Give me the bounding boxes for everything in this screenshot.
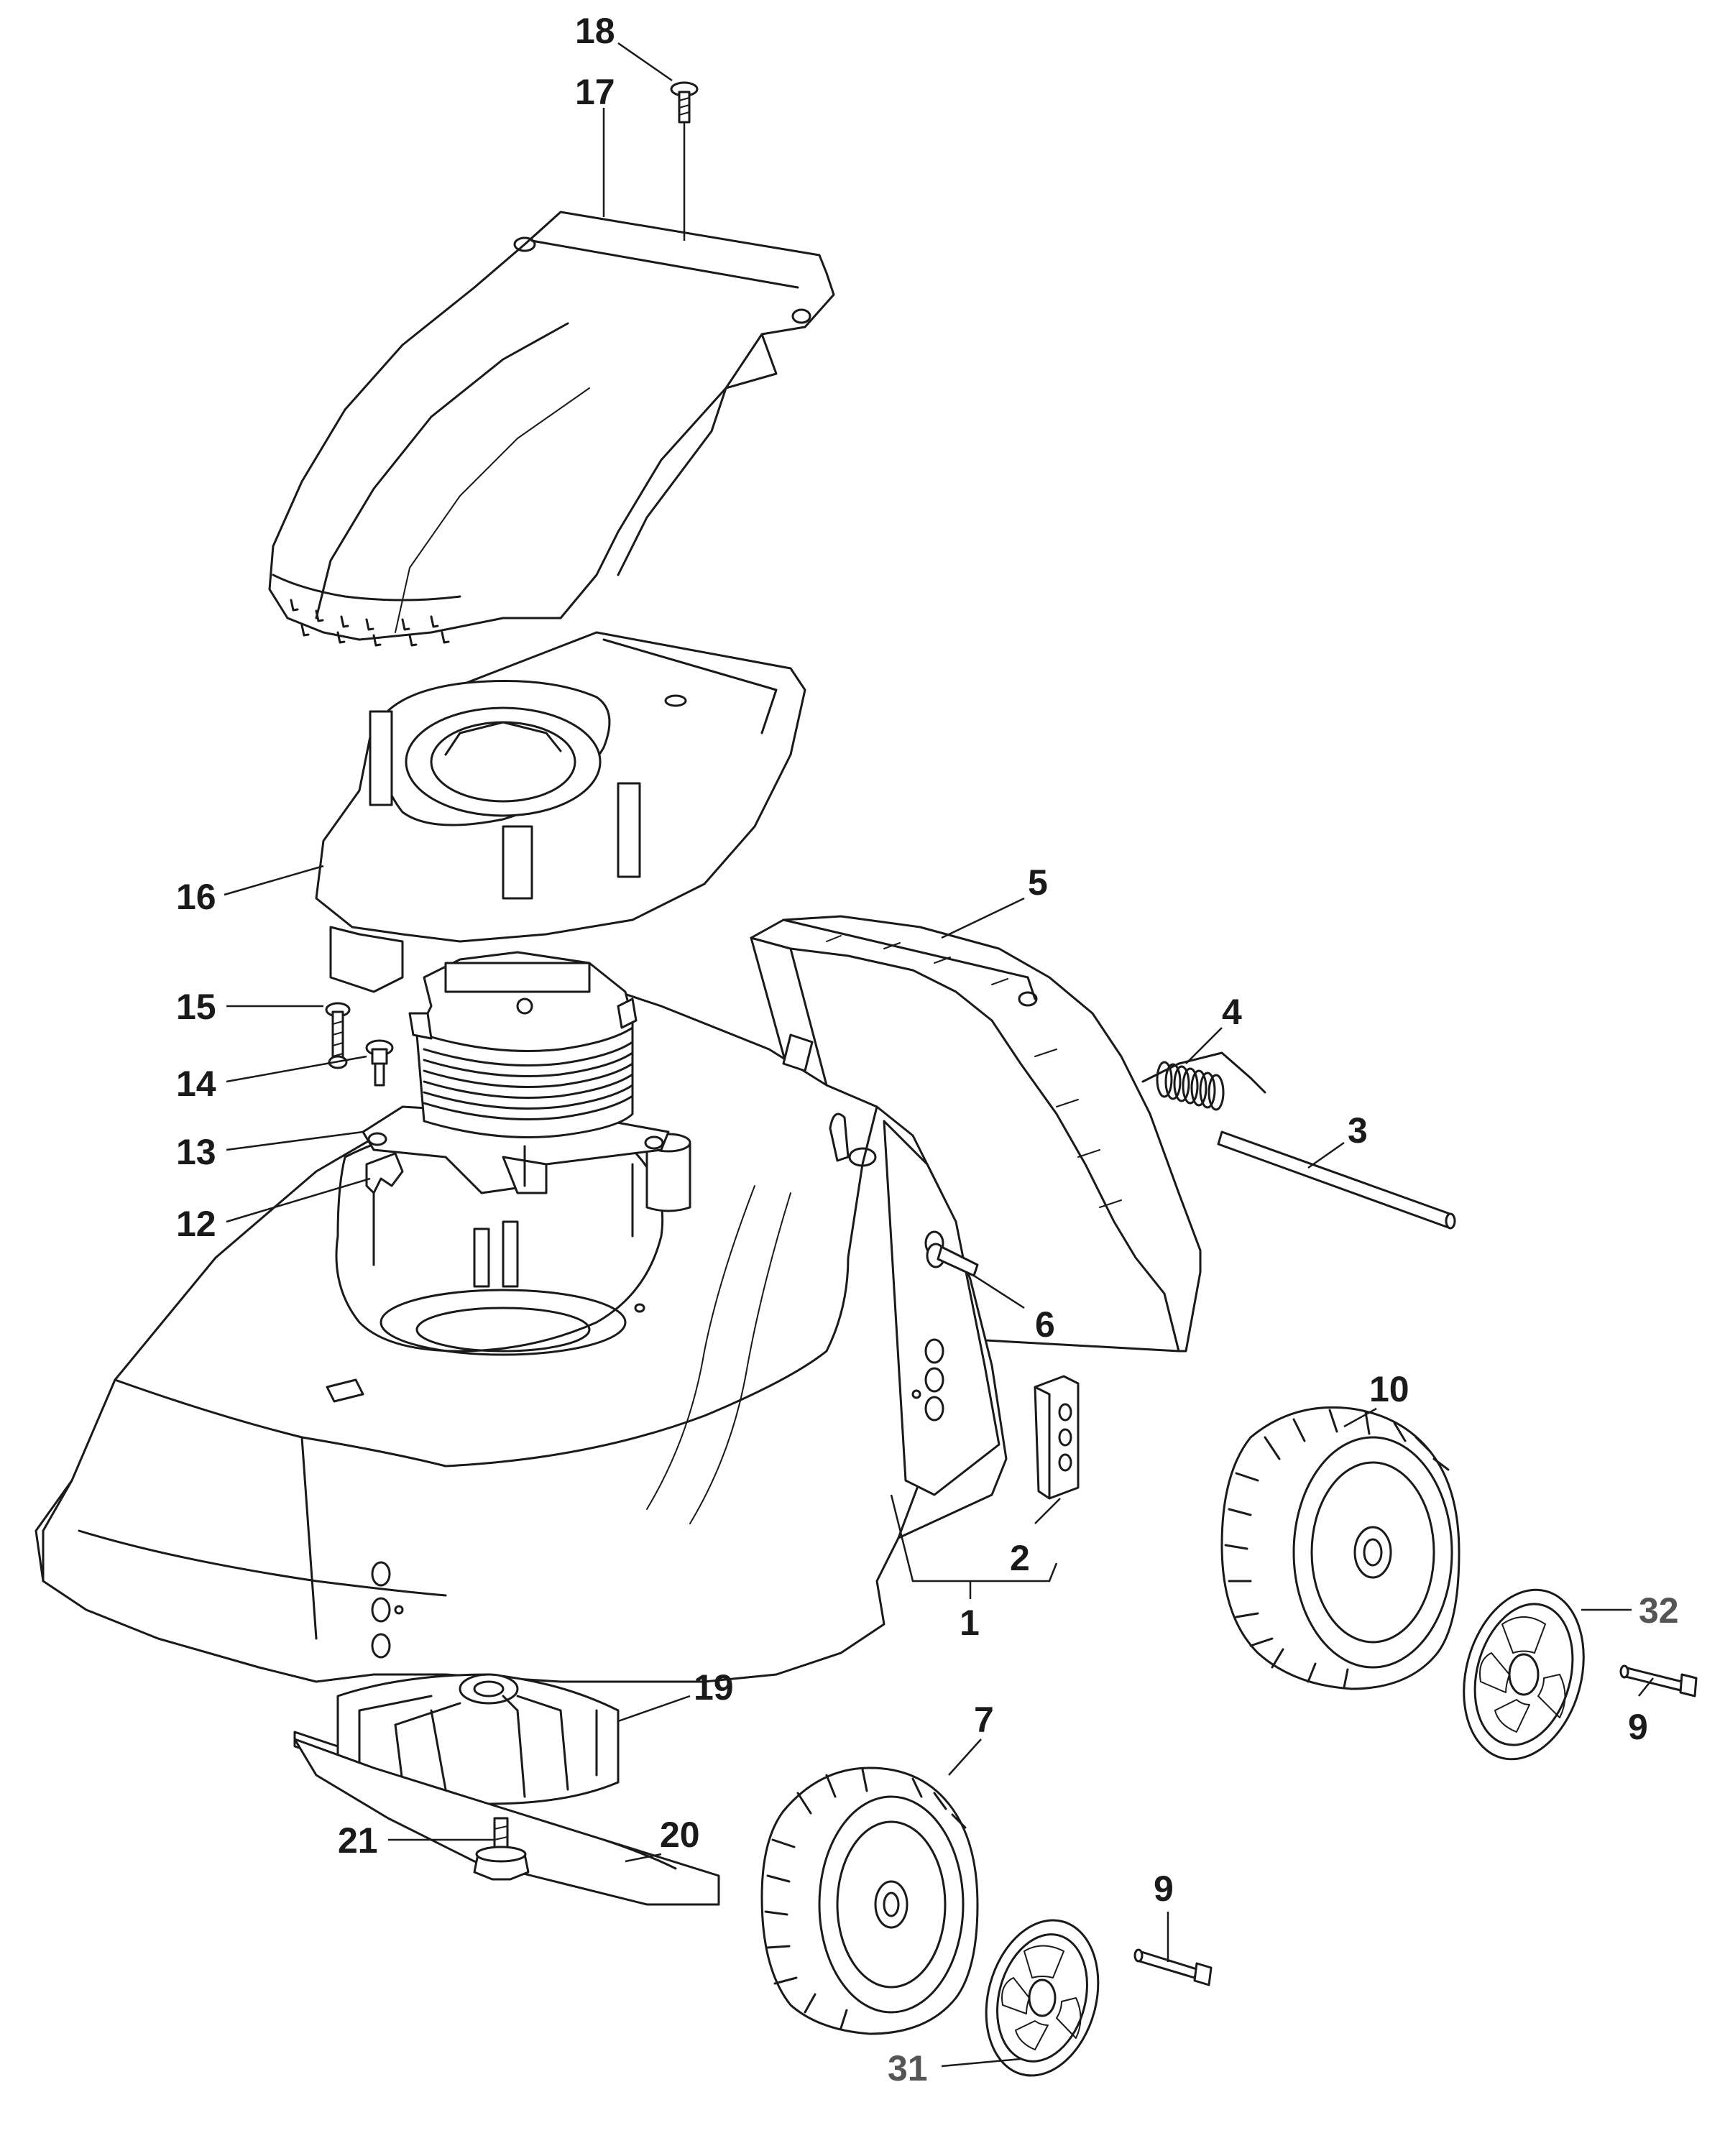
leader-2 <box>1034 1498 1061 1524</box>
part-1-deck-housing <box>34 990 1008 1683</box>
part-4-torsion-spring <box>1141 1051 1266 1111</box>
callout-9-rear: 9 <box>1628 1707 1648 1747</box>
leader-13 <box>226 1130 364 1151</box>
part-17-catcher-cover <box>268 211 835 647</box>
callout-17: 17 <box>575 72 615 112</box>
leader-18 <box>617 42 673 82</box>
leader-lines <box>224 42 1654 2068</box>
leader-12 <box>226 1177 371 1223</box>
part-2-bracket <box>1034 1375 1080 1500</box>
callout-19: 19 <box>694 1667 734 1708</box>
callout-18: 18 <box>575 11 615 51</box>
leader-19 <box>617 1695 691 1723</box>
leader-4 <box>1185 1027 1223 1064</box>
part-9-axle-bolt-rear <box>1619 1664 1698 1697</box>
callout-20: 20 <box>660 1815 700 1855</box>
callout-3: 3 <box>1348 1110 1368 1151</box>
part-9-axle-bolt-front <box>1133 1948 1213 1986</box>
callout-7: 7 <box>974 1700 994 1740</box>
part-15-screw <box>325 1002 351 1069</box>
part-12-cable-clip <box>365 1152 404 1194</box>
callout-12: 12 <box>176 1204 216 1244</box>
callout-32: 32 <box>1639 1590 1679 1631</box>
callout-6: 6 <box>1035 1304 1055 1345</box>
part-16-motor-cover <box>315 631 806 993</box>
motor-assembly <box>408 951 638 1187</box>
leader-9a <box>1638 1677 1654 1697</box>
leader-5 <box>941 897 1025 939</box>
leader-16 <box>224 865 324 896</box>
callout-13: 13 <box>176 1132 216 1172</box>
callout-labels: 18 17 16 15 14 13 12 5 4 3 6 10 2 1 32 9… <box>176 11 1679 2088</box>
callout-5: 5 <box>1028 862 1048 903</box>
part-19-fan <box>293 1673 620 1805</box>
callout-4: 4 <box>1222 992 1242 1032</box>
callout-9-front: 9 <box>1154 1869 1174 1909</box>
part-32-hubcap <box>1463 1588 1585 1761</box>
leader-7 <box>948 1738 982 1776</box>
callout-10: 10 <box>1369 1369 1409 1409</box>
callout-15: 15 <box>176 987 216 1027</box>
leader-1-bracket <box>890 1494 1058 1583</box>
callout-1: 1 <box>960 1603 980 1643</box>
part-10-rear-wheel <box>1220 1406 1460 1690</box>
leader-3 <box>1307 1141 1345 1169</box>
part-18-screw <box>670 81 699 124</box>
callout-21: 21 <box>338 1820 378 1861</box>
leader-20 <box>625 1853 662 1863</box>
part-31-hubcap <box>985 1919 1100 2077</box>
leader-6 <box>973 1274 1025 1309</box>
callout-16: 16 <box>176 877 216 917</box>
part-14-bolt <box>365 1039 394 1087</box>
part-7-front-wheel <box>760 1766 979 2035</box>
part-21-blade-bolt <box>473 1817 530 1881</box>
part-3-hinge-rod <box>1217 1130 1456 1230</box>
leader-14 <box>226 1055 367 1083</box>
leader-31 <box>941 2058 1021 2068</box>
callout-31: 31 <box>888 2048 928 2088</box>
leader-10 <box>1343 1407 1377 1428</box>
callout-2: 2 <box>1010 1538 1030 1578</box>
callout-14: 14 <box>176 1064 216 1104</box>
